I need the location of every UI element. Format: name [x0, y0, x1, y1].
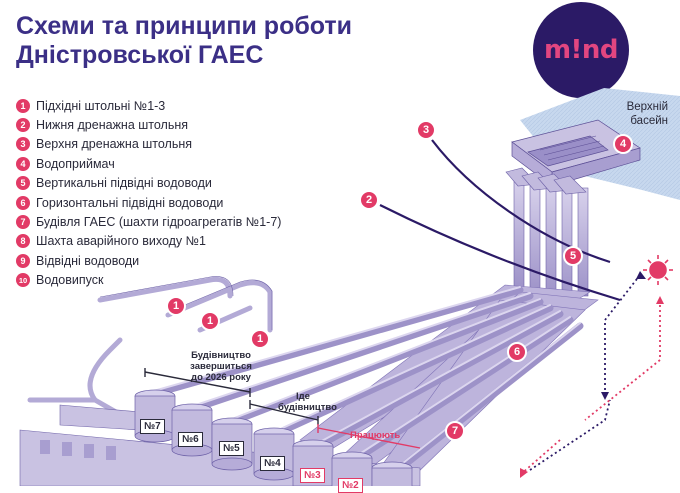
unit-label-4: №4 [260, 456, 285, 471]
marker-upper-drainage: 3 [416, 120, 436, 140]
marker-intake: 4 [613, 134, 633, 154]
legend-label: Верхня дренажна штольня [36, 137, 193, 152]
powerhouse-teeth [40, 440, 116, 460]
legend: 1 Підхідні штольні №1-3 2 Нижня дренажна ш… [16, 96, 281, 290]
legend-label: Шахта аварійного виходу №1 [36, 234, 206, 249]
penstock-bends [505, 167, 587, 195]
legend-label: Будівля ГАЕС (шахти гідроагрегатів №1-7) [36, 215, 282, 230]
legend-number: 2 [16, 118, 30, 133]
marker-vertical-penstocks: 5 [563, 246, 583, 266]
legend-item: 6 Горизонтальні підвідні водоводи [16, 193, 281, 212]
unit-label-3: №3 [300, 468, 325, 483]
unit-label-7: №7 [140, 419, 165, 434]
legend-label: Водоприймач [36, 156, 115, 171]
legend-label: Водовипуск [36, 273, 104, 288]
note-construction-complete: Будівництво завершиться до 2026 року [190, 350, 252, 383]
legend-item: 8 Шахта аварійного виходу №1 [16, 232, 281, 251]
upper-drainage-gallery [431, 139, 611, 264]
legend-number: 4 [16, 156, 30, 171]
marker-horizontal-penstocks: 6 [507, 342, 527, 362]
marker-access-tunnel-2: 1 [200, 311, 220, 331]
legend-item: 5 Вертикальні підвідні водоводи [16, 174, 281, 193]
vertical-penstocks [513, 177, 589, 301]
legend-item: 3 Верхня дренажна штольня [16, 135, 281, 154]
legend-label: Горизонтальні підвідні водоводи [36, 195, 224, 210]
sun-icon [643, 255, 673, 285]
status-brackets [144, 371, 421, 449]
legend-label: Підхідні штольні №1-3 [36, 98, 166, 113]
legend-number: 7 [16, 215, 30, 230]
legend-number: 5 [16, 176, 30, 191]
energy-flow-arrows [519, 274, 661, 476]
legend-number: 10 [16, 273, 30, 288]
note-under-construction: Іде будівництво [278, 391, 337, 413]
unit-label-5: №5 [219, 441, 244, 456]
note-working: Працюють [350, 430, 401, 441]
legend-item: 7 Будівля ГАЕС (шахти гідроагрегатів №1-7… [16, 212, 281, 231]
marker-lower-drainage: 2 [359, 190, 379, 210]
legend-label: Відвідні водоводи [36, 253, 140, 268]
status-bracket-ticks [144, 368, 319, 433]
legend-number: 1 [16, 98, 30, 113]
title-line-1: Схеми та принципи роботи [16, 12, 353, 40]
legend-number: 9 [16, 253, 30, 268]
turbine-units [134, 389, 413, 486]
legend-number: 6 [16, 195, 30, 210]
legend-number: 8 [16, 234, 30, 249]
arrow-heads [520, 271, 664, 478]
legend-item: 1 Підхідні штольні №1-3 [16, 96, 281, 115]
marker-access-tunnel-3: 1 [250, 329, 270, 349]
legend-label: Нижня дренажна штольня [36, 118, 189, 133]
logo-text: m!nd [543, 35, 619, 65]
title-line-2: Дністровської ГАЕС [16, 41, 264, 69]
legend-label: Вертикальні підвідні водоводи [36, 176, 212, 191]
water-intake [511, 119, 641, 187]
page-title: Схеми та принципи роботи Дністровської Г… [16, 12, 476, 70]
lower-drainage-gallery [379, 204, 621, 302]
penstock-lines [146, 286, 584, 474]
legend-number: 3 [16, 137, 30, 152]
legend-item: 4 Водоприймач [16, 154, 281, 173]
intake-grille [539, 135, 605, 161]
mind-logo: m!nd [533, 2, 629, 98]
legend-item: 2 Нижня дренажна штольня [16, 115, 281, 134]
marker-powerhouse: 7 [445, 421, 465, 441]
legend-item: 10 Водовипуск [16, 271, 281, 290]
penstock-highlights [149, 286, 581, 468]
access-tunnels [27, 276, 273, 423]
unit-label-6: №6 [178, 432, 203, 447]
upper-basin-label: Верхній басейн [626, 101, 668, 127]
access-tunnel-outline [99, 276, 273, 330]
marker-access-tunnel-1: 1 [166, 296, 186, 316]
legend-item: 9 Відвідні водоводи [16, 251, 281, 270]
